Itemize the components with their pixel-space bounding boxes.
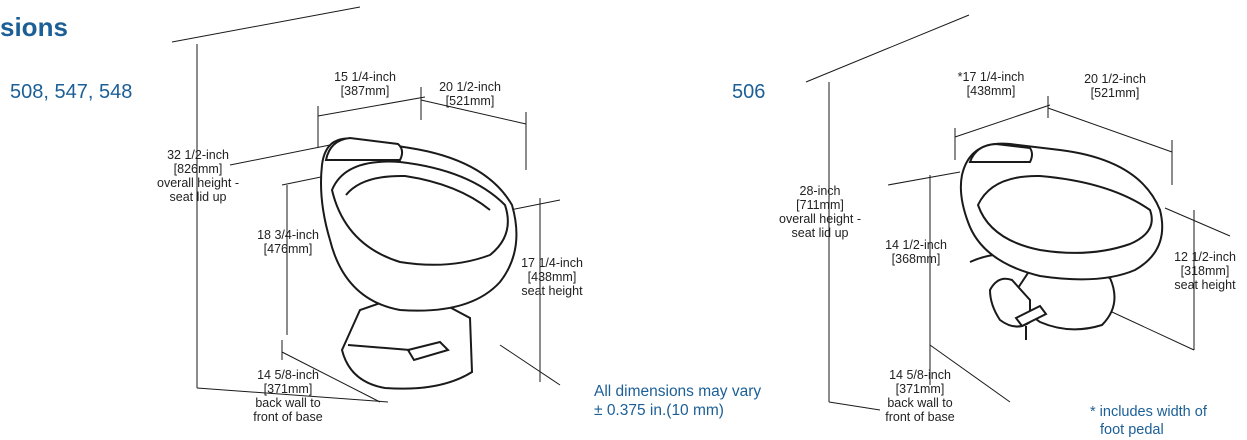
right-seat-height-label: 12 1/2-inch [318mm] seat height bbox=[1174, 250, 1236, 292]
left-overall-height-label: 32 1/2-inch [826mm] overall height - sea… bbox=[157, 148, 239, 204]
right-overall-height-label: 28-inch [711mm] overall height - seat li… bbox=[779, 184, 861, 240]
right-width-back-label: *17 1/4-inch [438mm] bbox=[957, 70, 1025, 98]
footnote: * includes width of foot pedal bbox=[1090, 404, 1207, 438]
right-model-title: 506 bbox=[732, 81, 766, 103]
tolerance-note: All dimensions may vary ± 0.375 in.(10 m… bbox=[594, 383, 762, 419]
left-seat-height-label: 17 1/4-inch [438mm] seat height bbox=[521, 256, 583, 298]
section-heading: sions bbox=[0, 12, 68, 42]
right-depth-top-label: 20 1/2-inch [521mm] bbox=[1084, 72, 1146, 100]
left-toilet-illustration bbox=[320, 136, 518, 390]
right-toilet-illustration bbox=[959, 142, 1164, 340]
left-depth-top-label: 20 1/2-inch [521mm] bbox=[439, 80, 501, 108]
right-base-depth-label: 14 5/8-inch [371mm] back wall to front o… bbox=[885, 368, 955, 424]
right-dimension-lines bbox=[805, 14, 1231, 411]
right-mid-height-label: 14 1/2-inch [368mm] bbox=[885, 238, 947, 266]
left-width-back-label: 15 1/4-inch [387mm] bbox=[334, 70, 396, 98]
left-base-depth-label: 14 5/8-inch [371mm] back wall to front o… bbox=[253, 368, 323, 424]
left-model-title: 508, 547, 548 bbox=[10, 81, 133, 103]
left-mid-height-label: 18 3/4-inch [476mm] bbox=[257, 228, 319, 256]
